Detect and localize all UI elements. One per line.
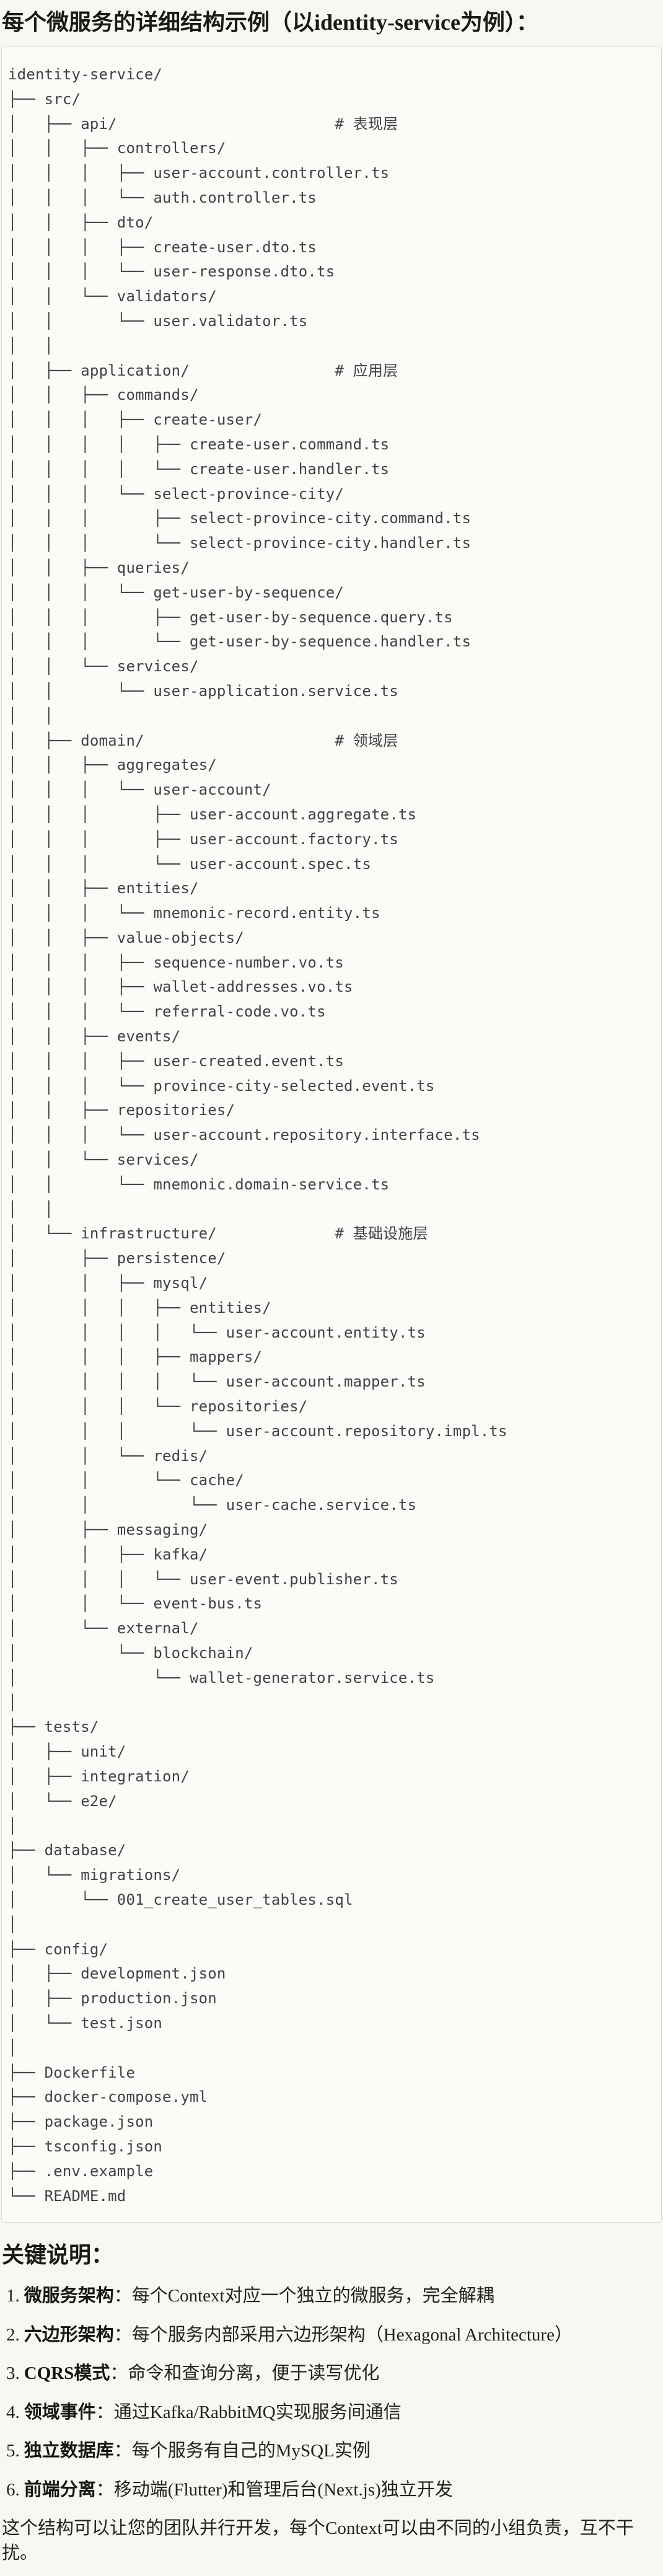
page-title: 每个微服务的详细结构示例（以identity-service为例）： <box>2 10 538 35</box>
list-item-label: 前端分离 <box>24 2479 96 2500</box>
list-item-label: 六边形架构 <box>24 2324 114 2345</box>
notes-list: 1.微服务架构：每个Context对应一个独立的微服务，完全解耦 2.六边形架构… <box>1 2283 662 2502</box>
list-item: 1.微服务架构：每个Context对应一个独立的微服务，完全解耦 <box>6 2283 662 2308</box>
list-item-label: CQRS模式 <box>24 2363 110 2384</box>
list-item-text: ：移动端(Flutter)和管理后台(Next.js)独立开发 <box>95 2479 453 2500</box>
list-item-text: ：命令和查询分离，便于读写优化 <box>110 2363 380 2384</box>
directory-tree: identity-service/ ├── src/ │ ├── api/ # … <box>8 66 507 2205</box>
document-page: 每个微服务的详细结构示例（以identity-service为例）： ident… <box>1 7 662 2565</box>
list-item: 3.CQRS模式：命令和查询分离，便于读写优化 <box>6 2361 662 2386</box>
list-item-number: 4. <box>6 2402 20 2422</box>
list-item-text: ：每个服务有自己的MySQL实例 <box>113 2441 371 2461</box>
list-item-text: ：每个服务内部采用六边形架构（Hexagonal Architecture） <box>113 2324 573 2345</box>
list-item-number: 2. <box>6 2324 20 2345</box>
list-item: 2.六边形架构：每个服务内部采用六边形架构（Hexagonal Architec… <box>6 2322 662 2347</box>
list-item: 5.独立数据库：每个服务有自己的MySQL实例 <box>6 2438 662 2463</box>
notes-heading: 关键说明： <box>2 2243 114 2268</box>
list-item-number: 3. <box>6 2363 20 2384</box>
list-item-number: 6. <box>6 2479 20 2500</box>
list-item: 4.领域事件：通过Kafka/RabbitMQ实现服务间通信 <box>6 2400 662 2425</box>
directory-tree-codeblock: identity-service/ ├── src/ │ ├── api/ # … <box>1 46 662 2223</box>
list-item-text: ：每个Context对应一个独立的微服务，完全解耦 <box>113 2286 494 2306</box>
list-item-number: 5. <box>6 2441 20 2461</box>
closing-paragraph: 这个结构可以让您的团队并行开发，每个Context可以由不同的小组负责，互不干扰… <box>2 2518 634 2564</box>
list-item-number: 1. <box>6 2286 20 2306</box>
list-item-label: 微服务架构 <box>24 2286 114 2306</box>
list-item-label: 领域事件 <box>24 2402 96 2422</box>
list-item: 6.前端分离：移动端(Flutter)和管理后台(Next.js)独立开发 <box>6 2477 662 2502</box>
list-item-label: 独立数据库 <box>24 2441 114 2461</box>
list-item-text: ：通过Kafka/RabbitMQ实现服务间通信 <box>95 2402 402 2422</box>
